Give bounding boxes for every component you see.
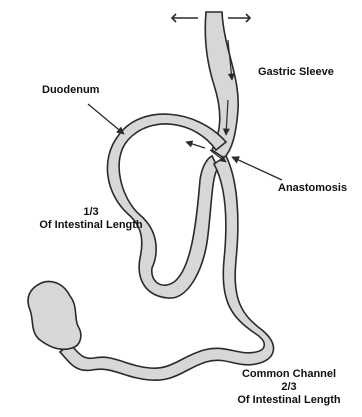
label-distal-length: Of Intestinal Length <box>216 394 362 407</box>
label-distal-group: Common Channel 2/3 Of Intestinal Length <box>216 368 362 407</box>
anastomosis-pointer <box>232 157 282 180</box>
duodenum-pointer <box>88 104 124 134</box>
common-channel <box>60 156 273 380</box>
label-proximal-group: 1/3 Of Intestinal Length <box>18 206 164 232</box>
label-distal-fraction: 2/3 <box>216 381 362 394</box>
label-proximal-fraction: 1/3 <box>18 206 164 219</box>
label-duodenum: Duodenum <box>42 84 99 97</box>
label-gastric-sleeve: Gastric Sleeve <box>258 66 334 79</box>
colon-blob <box>28 281 81 349</box>
label-anastomosis: Anastomosis <box>278 182 347 195</box>
label-proximal-length: Of Intestinal Length <box>18 219 164 232</box>
label-common-channel: Common Channel <box>216 368 362 381</box>
